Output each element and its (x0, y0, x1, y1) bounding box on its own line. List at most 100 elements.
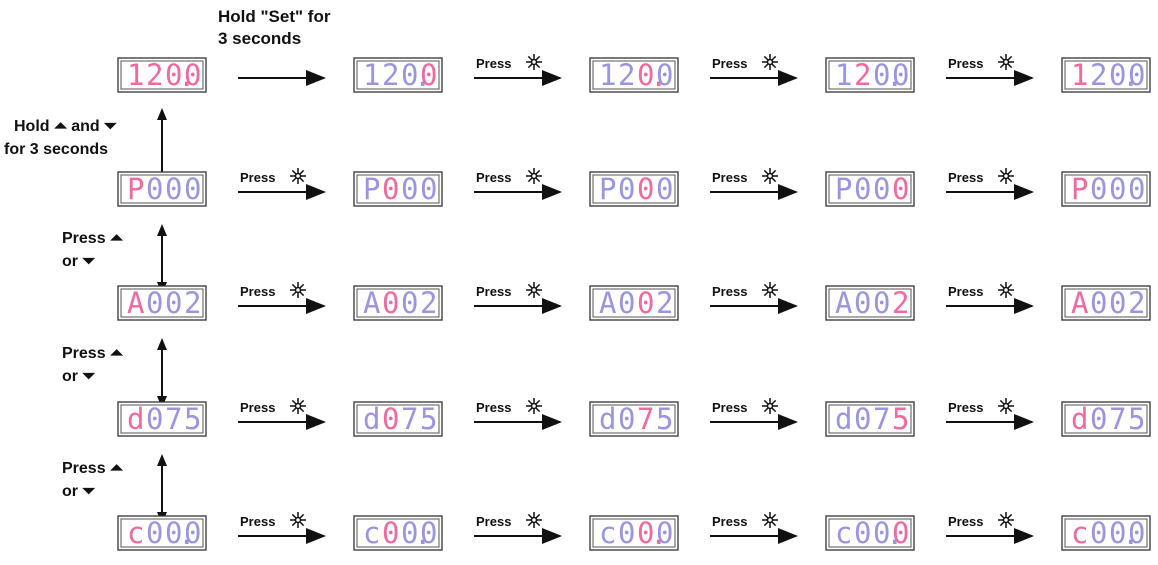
sun-burst-icon (998, 512, 1014, 528)
display-digit: d (599, 402, 616, 436)
display-bezel (356, 60, 440, 90)
press-label: Press (476, 400, 511, 415)
press-arrow-r1-c2: Press (474, 54, 562, 86)
press-label: Press (948, 170, 983, 185)
decimal-point: . (1122, 59, 1139, 93)
press-arrow-r5-c1: Press (238, 512, 326, 544)
display-digit: 2 (1090, 58, 1107, 92)
display-digit: 0 (873, 172, 890, 206)
display-frame (353, 57, 443, 93)
display-digit: 2 (854, 58, 871, 92)
display-digit: 0 (854, 402, 871, 436)
display-bezel (120, 288, 204, 318)
press-label: Press (712, 284, 747, 299)
display-frame (1061, 515, 1151, 551)
press-arrow-r3-c4: Press (946, 282, 1034, 314)
side-label-3: Press ⏶ or ⏷ (62, 345, 123, 385)
press-arrow-r5-c3: Press (710, 512, 798, 544)
display-digit: 0 (656, 58, 673, 92)
display-digit: 5 (184, 402, 201, 436)
display-frame (353, 285, 443, 321)
side-label-3-line-2: or ⏷ (62, 368, 95, 385)
display-digit: 0 (637, 58, 654, 92)
display-digit: 1 (363, 58, 380, 92)
press-label: Press (948, 514, 983, 529)
display-digit: c (363, 516, 380, 550)
display-frame (825, 401, 915, 437)
sun-burst-icon (762, 168, 778, 184)
display-bezel (592, 174, 676, 204)
display-frame (589, 285, 679, 321)
display-bezel (356, 174, 440, 204)
display-bezel (592, 404, 676, 434)
display-digit: 0 (618, 172, 635, 206)
sun-burst-icon (998, 54, 1014, 70)
display-digit: 0 (1109, 286, 1126, 320)
display-frame (825, 285, 915, 321)
sun-burst-icon (290, 282, 306, 298)
display-digit: c (599, 516, 616, 550)
sun-burst-icon (762, 54, 778, 70)
display-frame (589, 515, 679, 551)
display-frame (589, 401, 679, 437)
display-digit: 7 (165, 402, 182, 436)
sun-burst-icon (998, 168, 1014, 184)
display-frame (1061, 171, 1151, 207)
display-digit: 0 (854, 516, 871, 550)
press-label: Press (712, 170, 747, 185)
sun-burst-icon (290, 512, 306, 528)
press-arrow-r4-c2: Press (474, 398, 562, 430)
press-label: Press (240, 400, 275, 415)
display-frame (1061, 285, 1151, 321)
display-bezel (356, 518, 440, 548)
display-bezel (828, 404, 912, 434)
press-arrow-r2-c3: Press (710, 168, 798, 200)
display-digit: 1 (599, 58, 616, 92)
display-bezel (592, 60, 676, 90)
display-bezel (120, 174, 204, 204)
display-digit: 0 (420, 172, 437, 206)
decimal-point: . (650, 517, 667, 551)
display-digit: 0 (618, 516, 635, 550)
display-digit: 5 (892, 402, 909, 436)
display-digit: 0 (165, 516, 182, 550)
side-label-1-line-1: Hold ⏶ and ⏷ (14, 118, 117, 135)
press-label: Press (476, 284, 511, 299)
display-digit: 0 (401, 172, 418, 206)
display-frame (589, 171, 679, 207)
display-digit: 0 (892, 516, 909, 550)
press-arrow-r1-c3: Press (710, 54, 798, 86)
display-frame (117, 401, 207, 437)
display-digit: 0 (1128, 172, 1145, 206)
display-digit: 0 (1128, 516, 1145, 550)
display-digit: P (835, 172, 852, 206)
display-digit: 2 (146, 58, 163, 92)
display-frame (117, 515, 207, 551)
display-bezel (592, 518, 676, 548)
display-digit: 1 (127, 58, 144, 92)
display-digit: 0 (873, 286, 890, 320)
display-digit: 0 (637, 516, 654, 550)
display-digit: P (363, 172, 380, 206)
display-digit: 0 (1128, 58, 1145, 92)
press-label: Press (712, 514, 747, 529)
decimal-point: . (1122, 517, 1139, 551)
display-bezel (828, 174, 912, 204)
sun-burst-icon (526, 282, 542, 298)
hold-set-label-line-2: 3 seconds (218, 29, 301, 48)
display-digit: c (835, 516, 852, 550)
